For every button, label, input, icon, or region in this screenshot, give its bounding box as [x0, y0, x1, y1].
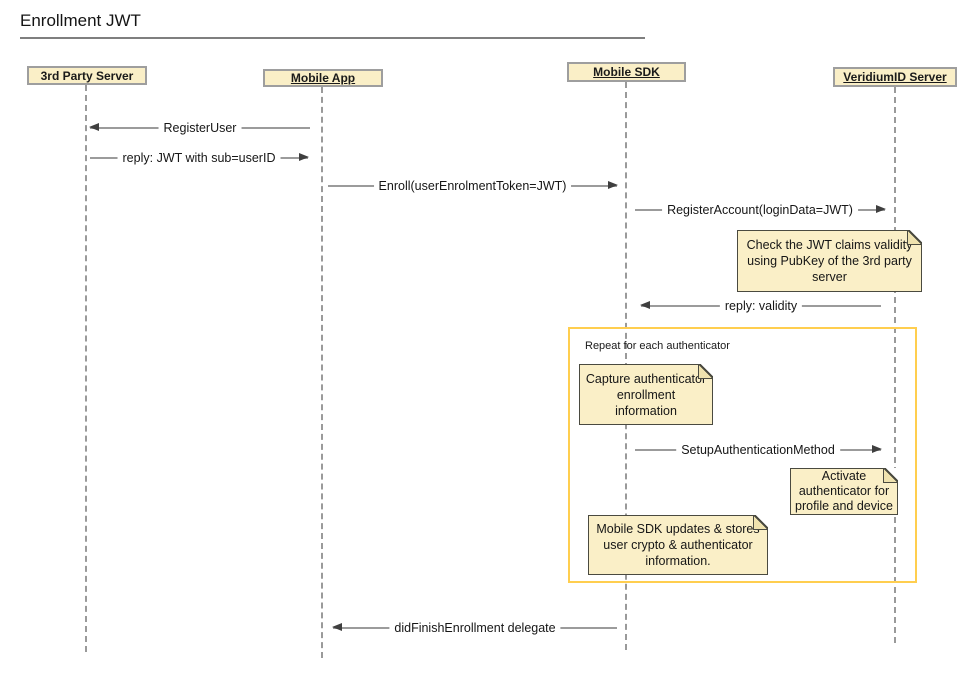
participant-label: Mobile SDK: [593, 65, 660, 79]
arrowhead-left-icon: [640, 300, 650, 309]
loop-frame-label: Repeat for each authenticator: [585, 340, 730, 352]
note-check-jwt-validity: Check the JWT claims validity using PubK…: [737, 230, 922, 292]
title-underline: [20, 37, 645, 39]
message-label: RegisterAccount(loginData=JWT): [662, 203, 858, 217]
note-activate-authenticator: Activate authenticator for profile and d…: [790, 468, 898, 515]
lifeline-veridiumid-server: [894, 87, 896, 643]
note-capture-authenticator: Capture authenticator enrollment informa…: [579, 364, 713, 425]
lifeline-mobile-app: [321, 87, 323, 658]
note-fold-icon: [883, 468, 898, 483]
arrowhead-right-icon: [872, 444, 882, 453]
message-label: Enroll(userEnrolmentToken=JWT): [373, 179, 572, 193]
participant-mobile-sdk: Mobile SDK: [567, 62, 686, 82]
participant-label: 3rd Party Server: [40, 68, 134, 83]
message-label: SetupAuthenticationMethod: [676, 443, 840, 457]
note-fold-icon: [907, 230, 922, 245]
message-label: RegisterUser: [158, 121, 242, 135]
participant-label: VeridiumID Server: [843, 70, 947, 84]
note-text: Check the JWT claims validity using PubK…: [746, 238, 913, 284]
arrowhead-right-icon: [608, 180, 618, 189]
lifeline-3rd-party-server: [85, 85, 87, 652]
message-label: didFinishEnrollment delegate: [389, 621, 561, 635]
note-fold-icon: [753, 515, 768, 530]
note-fold-icon: [698, 364, 713, 379]
diagram-title: Enrollment JWT: [20, 11, 141, 30]
loop-frame: Repeat for each authenticator: [568, 327, 917, 583]
participant-mobile-app: Mobile App: [263, 69, 383, 87]
note-text: Mobile SDK updates & stores user crypto …: [596, 522, 760, 568]
arrowhead-right-icon: [299, 152, 309, 161]
message-label: reply: validity: [719, 299, 803, 313]
note-text: Capture authenticator enrollment informa…: [585, 371, 707, 418]
participant-label: Mobile App: [290, 71, 356, 85]
message-label: reply: JWT with sub=userID: [117, 151, 281, 165]
participant-veridiumid-server: VeridiumID Server: [833, 67, 957, 87]
participant-3rd-party-server: 3rd Party Server: [27, 66, 147, 85]
note-text: Activate authenticator for profile and d…: [795, 469, 893, 513]
arrowhead-left-icon: [89, 122, 99, 131]
arrowhead-left-icon: [332, 622, 342, 631]
note-sdk-updates-stores: Mobile SDK updates & stores user crypto …: [588, 515, 768, 575]
arrowhead-right-icon: [876, 204, 886, 213]
